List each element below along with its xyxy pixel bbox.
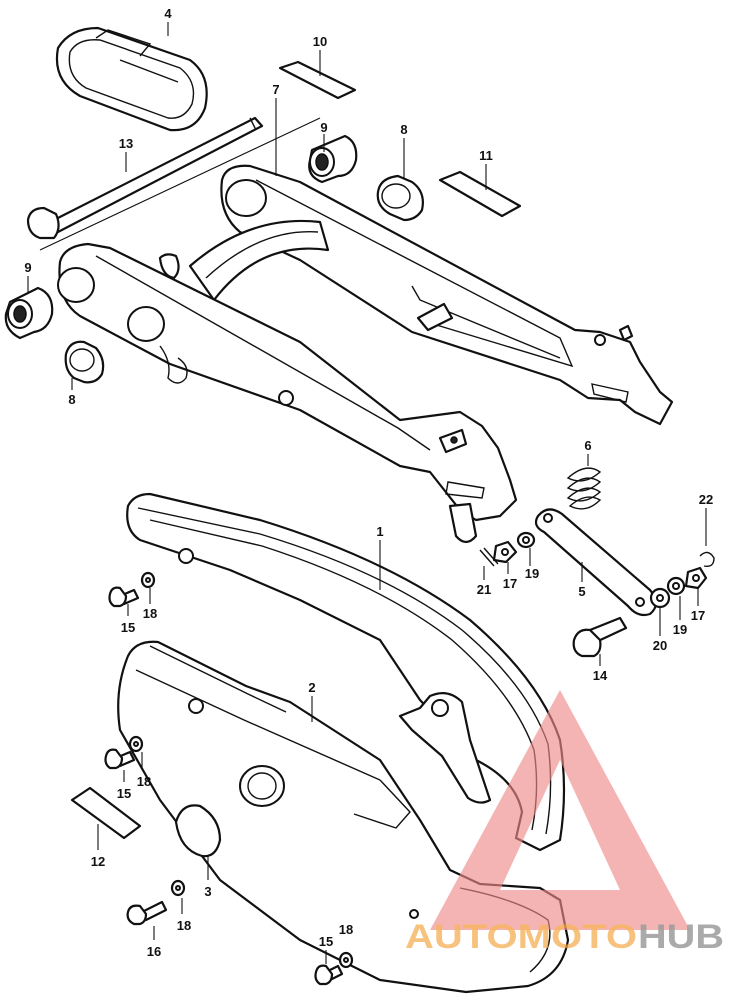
part-8-dust-seal-upper xyxy=(376,174,424,222)
part-14-link-bolt xyxy=(572,616,628,658)
watermark-triangle-logo xyxy=(430,690,690,930)
pivot-centerline xyxy=(39,117,321,251)
callout-15-a: 15 xyxy=(121,620,135,635)
callout-18-b: 18 xyxy=(137,774,151,789)
leader-lines xyxy=(27,22,707,964)
callout-18-a: 18 xyxy=(143,606,157,621)
callout-17-a: 17 xyxy=(503,576,517,591)
callout-9-upper: 9 xyxy=(320,120,327,135)
callout-21: 21 xyxy=(477,582,491,597)
callout-17-b: 17 xyxy=(691,608,705,623)
callout-14: 14 xyxy=(593,668,608,683)
part-6-spring xyxy=(566,467,602,510)
callout-11: 11 xyxy=(479,148,493,163)
callout-19-a: 19 xyxy=(525,566,539,581)
part-12-label-sticker xyxy=(70,786,142,840)
callout-8-upper: 8 xyxy=(400,122,407,137)
callout-8-lower: 8 xyxy=(68,392,75,407)
hardware-small-parts xyxy=(479,531,715,609)
callout-18-c: 18 xyxy=(177,918,191,933)
callout-7: 7 xyxy=(272,82,279,97)
callout-1: 1 xyxy=(376,524,383,539)
part-10-label-sticker xyxy=(278,60,357,100)
part-7-swing-arm xyxy=(57,164,674,544)
callout-13: 13 xyxy=(119,136,133,151)
callout-2: 2 xyxy=(308,680,315,695)
callout-20: 20 xyxy=(653,638,667,653)
callout-12: 12 xyxy=(91,854,105,869)
callout-15-c: 15 xyxy=(319,934,333,949)
callout-15-b: 15 xyxy=(117,786,131,801)
part-13-pivot-bolt xyxy=(26,116,264,240)
callout-5: 5 xyxy=(578,584,585,599)
watermark-text-automoto: AUTOMOTO xyxy=(405,918,637,956)
part-9-bushing-lower xyxy=(4,286,54,340)
callout-6: 6 xyxy=(584,438,591,453)
part-5-torque-link xyxy=(534,508,658,617)
part-9-bushing-upper xyxy=(308,134,358,184)
case-bolts-and-washers xyxy=(104,571,354,986)
automotohub-watermark: AUTOMOTO HUB xyxy=(405,690,724,956)
part-4-chain-guide xyxy=(55,26,208,132)
callout-18-d: 18 xyxy=(339,922,353,937)
callout-19-b: 19 xyxy=(673,622,687,637)
callout-9-lower: 9 xyxy=(24,260,31,275)
watermark-text-hub: HUB xyxy=(638,918,724,956)
callout-3: 3 xyxy=(204,884,211,899)
part-3-inspection-cap xyxy=(174,804,222,858)
callout-numbers: 4 10 7 13 9 8 11 9 8 6 22 1 21 17 19 5 1… xyxy=(24,6,713,959)
callout-16: 16 xyxy=(147,944,161,959)
callout-10: 10 xyxy=(313,34,327,49)
part-8-dust-seal-lower xyxy=(64,340,105,384)
callout-4: 4 xyxy=(164,6,172,21)
callout-22: 22 xyxy=(699,492,713,507)
part-11-label-sticker xyxy=(438,170,522,218)
